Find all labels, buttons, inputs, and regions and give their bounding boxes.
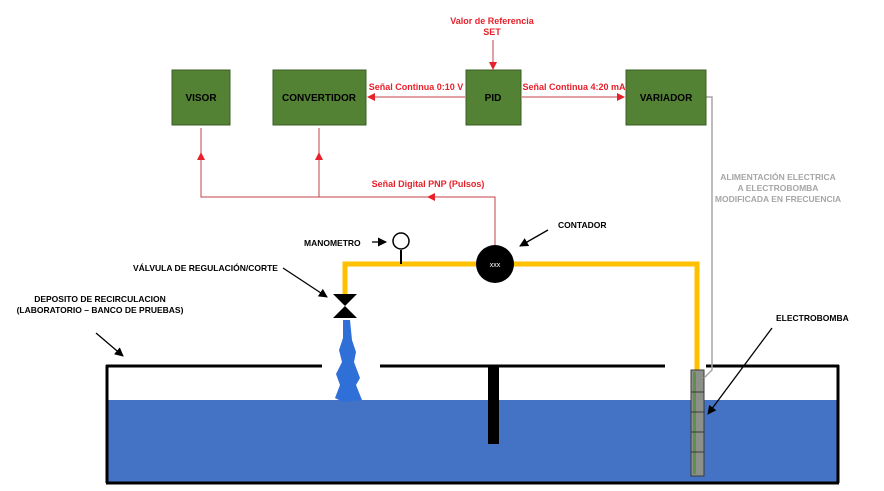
- visor-label: VISOR: [185, 93, 217, 104]
- valve-label: VÁLVULA DE REGULACIÓN/CORTE: [133, 262, 278, 273]
- power-label-line2: A ELECTROBOMBA: [738, 183, 819, 193]
- reference-label-line1: Valor de Referencia: [450, 16, 535, 26]
- contador-arrow: [519, 229, 549, 247]
- variador-block: [625, 69, 707, 126]
- pipe-line: [342, 261, 700, 370]
- current-signal-label: Señal Continua 4:20 mA: [522, 82, 626, 92]
- electropump: [690, 369, 705, 477]
- deposit-label-line1: DEPOSITO DE RECIRCULACION: [34, 294, 166, 304]
- valve-symbol: [333, 294, 357, 318]
- variador-label: VARIADOR: [640, 93, 693, 104]
- tank-baffle: [488, 366, 499, 444]
- manometer-gauge: [392, 232, 410, 250]
- convertidor-block: [272, 69, 367, 126]
- pid-block: [465, 69, 522, 126]
- counter-display: xxx: [490, 262, 501, 269]
- valve-arrow: [282, 267, 328, 298]
- pump-label: ELECTROBOMBA: [776, 313, 849, 323]
- power-label-line1: ALIMENTACIÓN ELECTRICA: [720, 171, 836, 182]
- water-body: [107, 400, 838, 483]
- deposit-arrow: [95, 332, 124, 357]
- pump-arrow: [707, 327, 773, 415]
- water-jet: [335, 320, 362, 402]
- visor-block: [171, 69, 231, 126]
- reference-label-line2: SET: [483, 27, 501, 37]
- power-cable: [703, 96, 713, 379]
- voltage-signal-label: Señal Continua 0:10 V: [369, 82, 464, 92]
- manometro-label: MANOMETRO: [304, 238, 361, 248]
- contador-label: CONTADOR: [558, 220, 606, 230]
- pid-label: PID: [485, 93, 502, 104]
- deposit-label-line2: (LABORATORIO – BANCO DE PRUEBAS): [17, 305, 184, 315]
- power-label-line3: MODIFICADA EN FRECUENCIA: [715, 194, 841, 204]
- convertidor-label: CONVERTIDOR: [282, 93, 357, 104]
- pnp-signal-label: Señal Digital PNP (Pulsos): [372, 179, 485, 189]
- flow-counter: [476, 245, 514, 283]
